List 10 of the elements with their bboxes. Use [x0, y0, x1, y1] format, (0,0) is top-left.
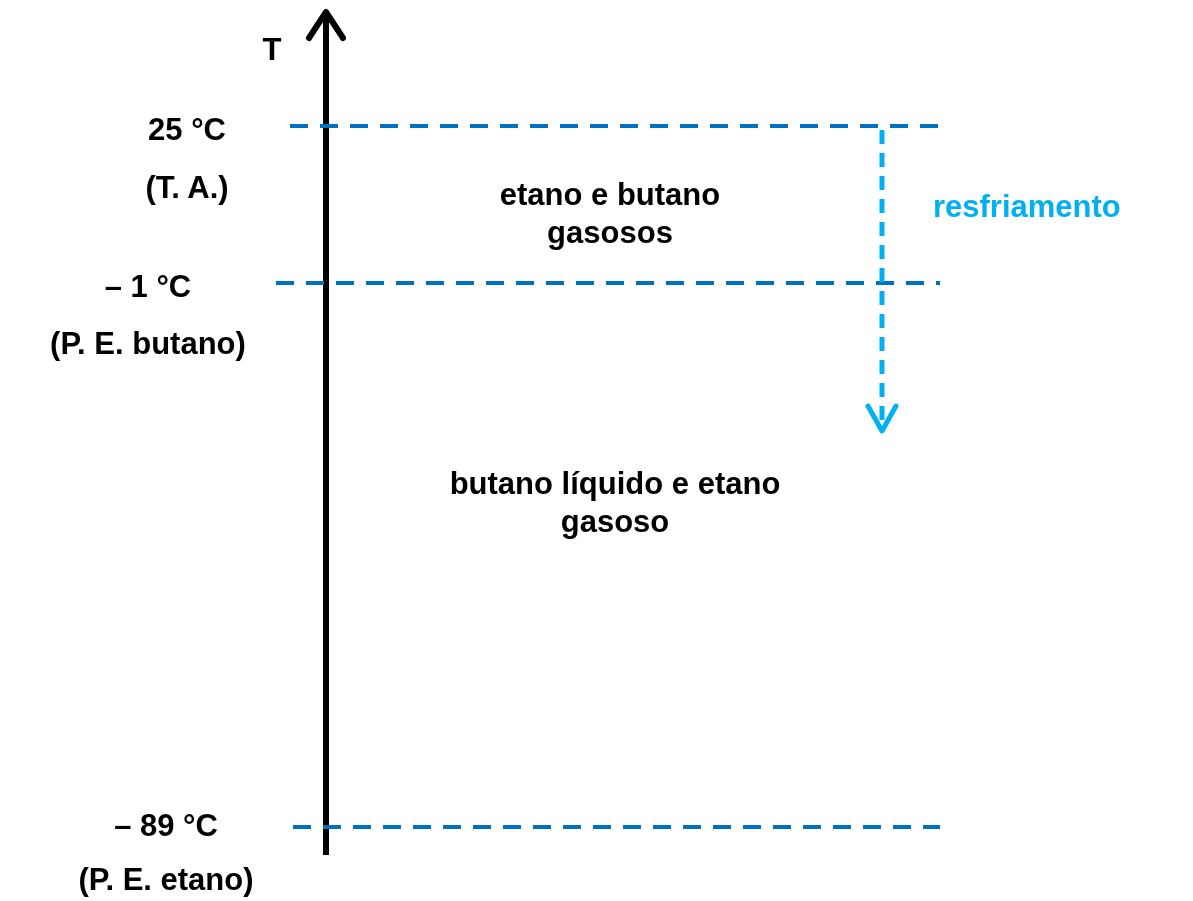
process-label: resfriamento [933, 188, 1121, 226]
temperature-label: – 89 °C [114, 807, 218, 845]
annotation-label: (P. E. butano) [50, 325, 246, 363]
region-label: etano e butano gasosos [498, 176, 722, 252]
annotation-label: (P. E. etano) [78, 861, 254, 899]
annotation-label: (T. A.) [145, 169, 229, 207]
temperature-label: 25 °C [148, 111, 226, 149]
region-label: butano líquido e etano gasoso [448, 465, 782, 541]
temperature-label: – 1 °C [104, 268, 192, 306]
axis-label: T [262, 31, 282, 69]
